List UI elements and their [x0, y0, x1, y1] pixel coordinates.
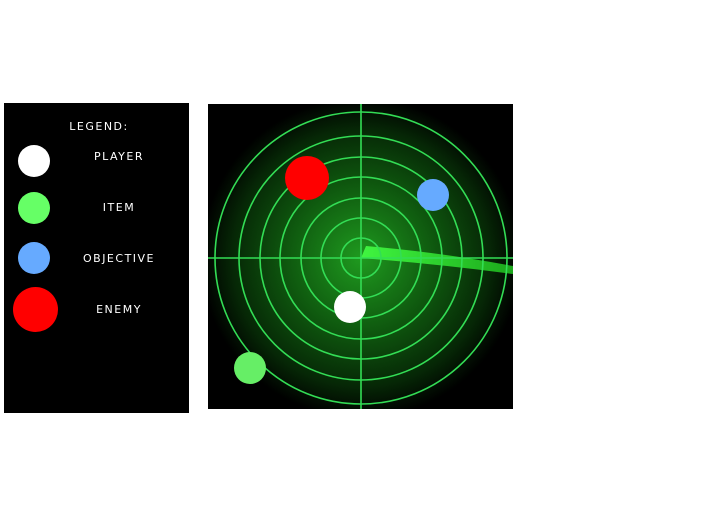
- enemy-blip: [285, 156, 329, 200]
- radar-svg: [208, 104, 513, 409]
- item-label: ITEM: [102, 201, 136, 214]
- legend-title: LEGEND:: [69, 120, 129, 133]
- radar-display: [208, 104, 513, 409]
- legend-panel: LEGEND: PLAYER ITEM OBJECTIVE ENEMY: [4, 103, 189, 413]
- player-swatch: [18, 145, 50, 177]
- player-blip: [334, 291, 366, 323]
- radar-sweep: [361, 246, 513, 274]
- objective-label: OBJECTIVE: [82, 252, 156, 265]
- player-label: PLAYER: [94, 150, 144, 163]
- item-blip: [234, 352, 266, 384]
- objective-swatch: [18, 242, 50, 274]
- item-swatch: [18, 192, 50, 224]
- enemy-swatch: [13, 287, 58, 332]
- enemy-label: ENEMY: [96, 303, 142, 316]
- objective-blip: [417, 179, 449, 211]
